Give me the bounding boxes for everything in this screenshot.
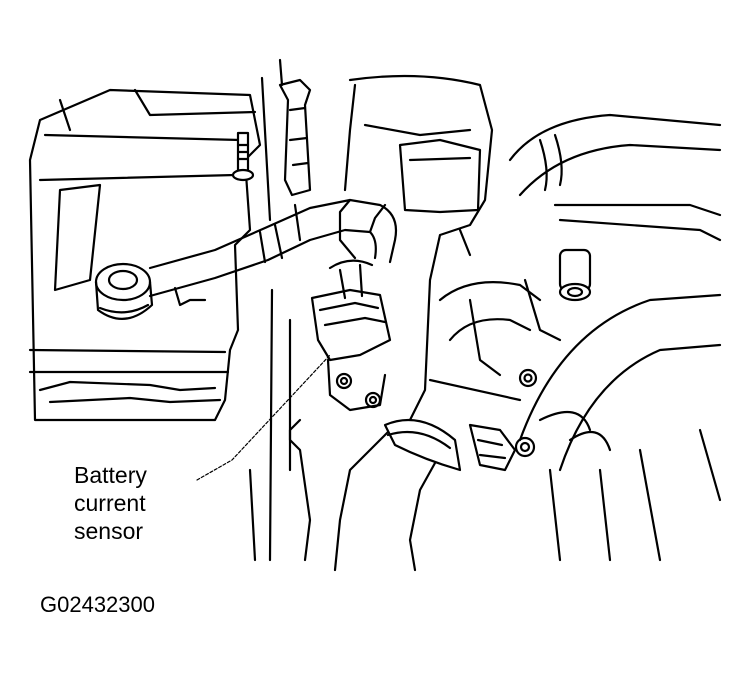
battery-current-sensor bbox=[310, 259, 392, 412]
bypass-hose bbox=[428, 228, 562, 402]
battery-cable bbox=[148, 198, 398, 307]
callout-label-line-1: Battery bbox=[74, 462, 147, 488]
battery bbox=[28, 88, 262, 422]
callout-label: Battery current sensor bbox=[74, 461, 147, 545]
harness-connector-top bbox=[260, 58, 312, 222]
callout-label-line-2: current bbox=[74, 490, 146, 516]
engine-block-center bbox=[248, 74, 494, 562]
callout-label-line-3: sensor bbox=[74, 518, 144, 544]
callout-leader bbox=[196, 354, 331, 481]
intake-hose bbox=[508, 113, 722, 302]
figure-code: G02432300 bbox=[40, 592, 155, 617]
hose-clamp bbox=[468, 423, 536, 472]
lower-hose bbox=[333, 418, 462, 572]
air-duct bbox=[518, 293, 722, 562]
